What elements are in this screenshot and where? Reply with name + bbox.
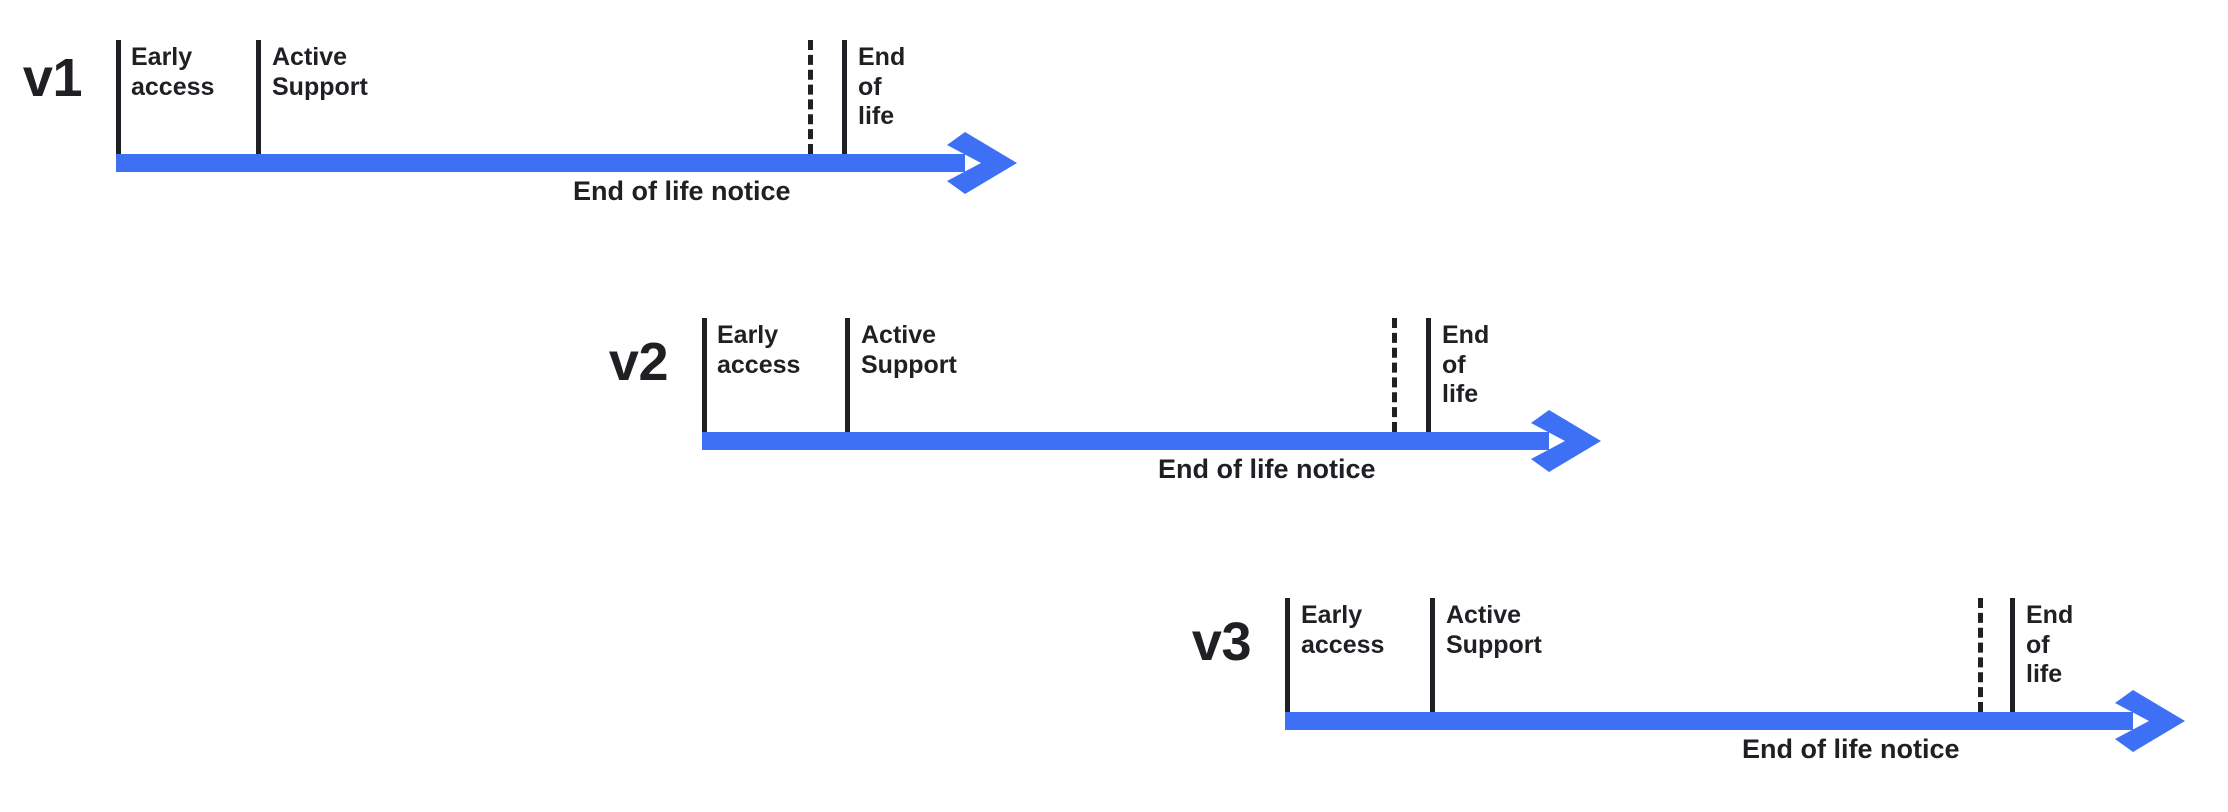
phase-label-v1-early-access: Early access bbox=[131, 43, 215, 101]
timeline-track-v2 bbox=[702, 432, 1549, 450]
phase-divider-v2-early-access bbox=[702, 318, 707, 432]
version-label-v1: v1 bbox=[22, 48, 83, 108]
phase-divider-v2-active-support bbox=[845, 318, 850, 432]
phase-divider-v1-early-access bbox=[116, 40, 121, 154]
phase-label-v3-end-of-life: End of life bbox=[2026, 601, 2074, 688]
phase-divider-v2-end-of-life bbox=[1426, 318, 1431, 432]
phase-label-v3-early-access: Early access bbox=[1301, 601, 1385, 659]
timeline-arrowhead-v1 bbox=[947, 132, 1017, 194]
phase-divider-v1-active-support bbox=[256, 40, 261, 154]
phase-label-v3-active-support: Active Support bbox=[1446, 601, 1542, 659]
version-label-v3: v3 bbox=[1191, 612, 1252, 672]
phase-divider-v3-end-of-life bbox=[2010, 598, 2015, 712]
phase-divider-v1-end-of-life bbox=[842, 40, 847, 154]
notice-label-v2: End of life notice bbox=[1158, 454, 1376, 484]
timeline-track-v1 bbox=[116, 154, 965, 172]
timeline-arrowhead-v3 bbox=[2115, 690, 2185, 752]
phase-divider-v3-active-support bbox=[1430, 598, 1435, 712]
phase-label-v2-early-access: Early access bbox=[717, 321, 801, 379]
notice-label-v1: End of life notice bbox=[573, 176, 791, 206]
phase-label-v2-end-of-life: End of life bbox=[1442, 321, 1490, 408]
phase-divider-v3-early-access bbox=[1285, 598, 1290, 712]
version-label-v2: v2 bbox=[608, 332, 669, 392]
notice-marker-v2 bbox=[1392, 318, 1397, 432]
notice-marker-v1 bbox=[808, 40, 813, 154]
phase-label-v2-active-support: Active Support bbox=[861, 321, 957, 379]
notice-marker-v3 bbox=[1978, 598, 1983, 712]
timeline-arrowhead-v2 bbox=[1531, 410, 1601, 472]
notice-label-v3: End of life notice bbox=[1742, 734, 1960, 764]
phase-label-v1-active-support: Active Support bbox=[272, 43, 368, 101]
timeline-track-v3 bbox=[1285, 712, 2133, 730]
phase-label-v1-end-of-life: End of life bbox=[858, 43, 906, 130]
